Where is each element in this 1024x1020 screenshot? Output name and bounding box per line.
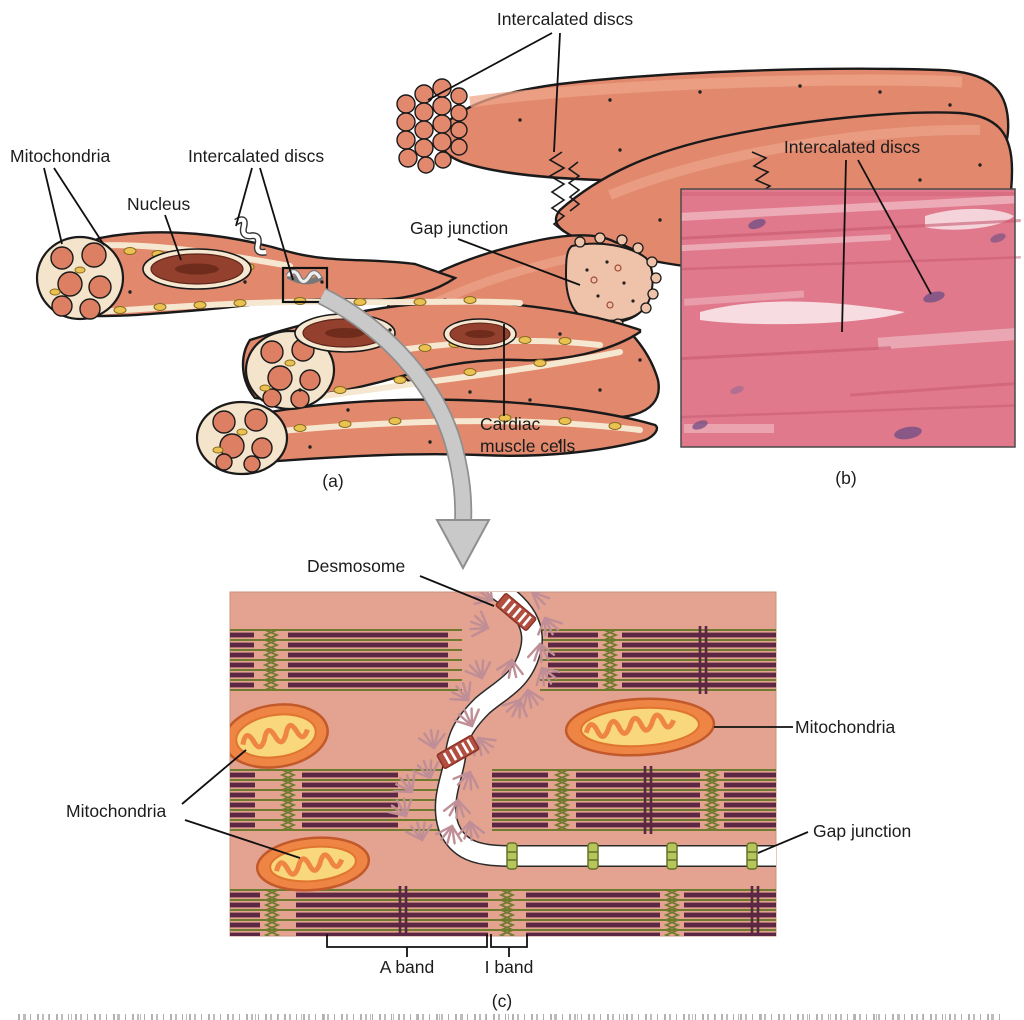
label-i-band: I band [485, 957, 534, 977]
label-mitochondria-a: Mitochondria [10, 146, 110, 166]
gap-junction-structure [666, 842, 678, 870]
branching-cells-cluster [35, 216, 659, 476]
label-desmosome: Desmosome [307, 556, 405, 576]
zoom-box [281, 266, 329, 304]
mitochondrion [255, 836, 371, 892]
label-intercalated-discs-b: Intercalated discs [784, 137, 920, 157]
scalloped-end [396, 78, 468, 174]
nucleus-shape-3 [443, 318, 517, 350]
myofibril-row [230, 886, 776, 936]
label-gap-junction-c: Gap junction [813, 821, 911, 841]
intercalated-disc-white-zigzag [234, 216, 324, 285]
myofibril-row [230, 766, 776, 834]
a-band-bracket [326, 934, 488, 957]
cut-face-top [35, 235, 125, 321]
panel-a-illustration [35, 67, 1014, 571]
myofibril-row [230, 626, 776, 694]
label-mitochondria-c-right: Mitochondria [795, 717, 895, 737]
gap-junction-structure [506, 842, 518, 870]
panel-b-micrograph [680, 188, 1021, 448]
label-gap-junction-a: Gap junction [410, 218, 508, 238]
small-mitochondria-ovals [55, 242, 622, 432]
cropped-caption-fragment [18, 1014, 1006, 1020]
surface-dots [128, 280, 562, 449]
i-band-bracket [490, 934, 528, 957]
gap-junction-face [564, 242, 654, 322]
label-intercalated-discs-top: Intercalated discs [497, 9, 633, 29]
label-cardiac-muscle-cells-2: muscle cells [480, 436, 576, 456]
cut-face-bottom [195, 400, 289, 476]
caption-c: (c) [492, 991, 512, 1011]
caption-b: (b) [835, 468, 856, 488]
face-dots [585, 260, 635, 309]
caption-a: (a) [322, 471, 343, 491]
gap-junction-structure [746, 842, 758, 870]
label-a-band: A band [380, 957, 435, 977]
gap-junction-structure [587, 842, 599, 870]
label-nucleus: Nucleus [127, 194, 190, 214]
mitochondrion [564, 697, 716, 757]
label-intercalated-discs-a: Intercalated discs [188, 146, 324, 166]
label-mitochondria-c-left: Mitochondria [66, 801, 166, 821]
nucleus-shape-1 [142, 248, 252, 290]
panel-c-detail [229, 591, 777, 937]
annotations: Intercalated discs Mitochondria Nucleus … [10, 9, 932, 1011]
label-cardiac-muscle-cells-1: Cardiac [480, 414, 541, 434]
cut-face-middle [244, 329, 336, 411]
mitochondrion [230, 703, 329, 769]
magnify-arrow [317, 287, 491, 571]
